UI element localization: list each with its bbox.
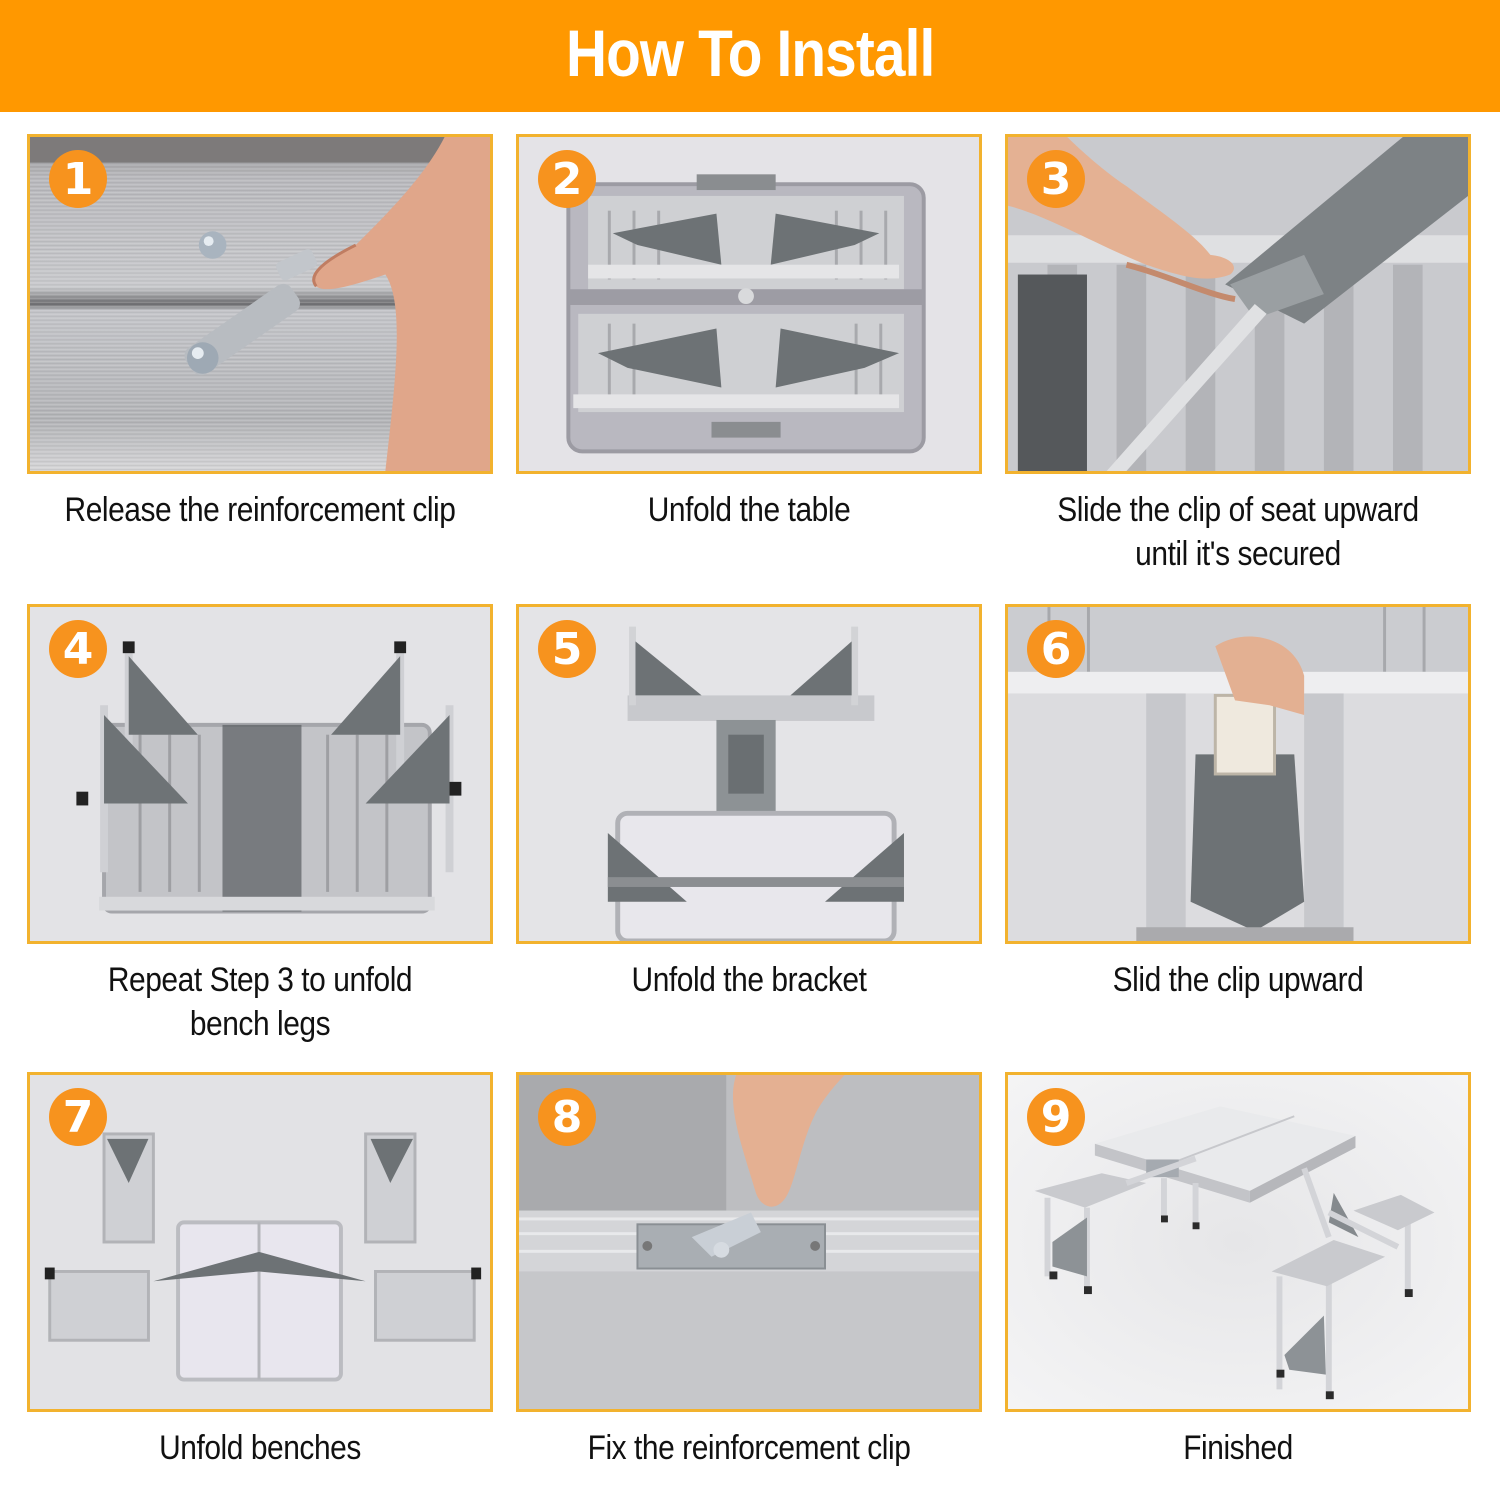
step-4-panel: 4 bbox=[27, 604, 493, 944]
step-1-panel: 1 bbox=[27, 134, 493, 474]
step-6-caption: Slid the clip upward bbox=[1112, 961, 1364, 999]
step-5-photo bbox=[519, 607, 979, 941]
step-8-caption: Fix the reinforcement clip bbox=[587, 1429, 911, 1467]
step-4-caption: Repeat Step 3 to unfold bench legs bbox=[55, 958, 465, 1046]
step-3-photo bbox=[1008, 137, 1468, 471]
step-3-caption: Slide the clip of seat upward until it's… bbox=[1033, 488, 1443, 576]
step-7-badge: 7 bbox=[49, 1088, 107, 1146]
step-1-badge: 1 bbox=[49, 150, 107, 208]
step-5-panel: 5 bbox=[516, 604, 982, 944]
step-3-caption-text: Slide the clip of seat upward until it's… bbox=[1057, 491, 1419, 573]
step-4-badge: 4 bbox=[49, 620, 107, 678]
step-2-caption: Unfold the table bbox=[647, 491, 851, 529]
step-9-panel: 9 bbox=[1005, 1072, 1471, 1412]
step-4-photo bbox=[30, 607, 490, 941]
step-9-badge: 9 bbox=[1027, 1088, 1085, 1146]
step-5-caption: Unfold the bracket bbox=[631, 961, 867, 999]
step-7-panel: 7 bbox=[27, 1072, 493, 1412]
step-8-panel: 8 bbox=[516, 1072, 982, 1412]
step-9-caption: Finished bbox=[1183, 1429, 1293, 1467]
step-3-panel: 3 bbox=[1005, 134, 1471, 474]
step-7-caption: Unfold benches bbox=[159, 1429, 361, 1467]
step-4-caption-text: Repeat Step 3 to unfold bench legs bbox=[107, 961, 413, 1043]
step-8-photo bbox=[519, 1075, 979, 1409]
step-9-photo bbox=[1008, 1075, 1468, 1409]
step-2-panel: 2 bbox=[516, 134, 982, 474]
step-5-badge: 5 bbox=[538, 620, 596, 678]
step-6-panel: 6 bbox=[1005, 604, 1471, 944]
step-1-caption: Release the reinforcement clip bbox=[64, 491, 456, 529]
step-3-badge: 3 bbox=[1027, 150, 1085, 208]
step-2-badge: 2 bbox=[538, 150, 596, 208]
step-8-badge: 8 bbox=[538, 1088, 596, 1146]
header-banner: How To Install bbox=[0, 0, 1500, 112]
step-6-photo bbox=[1008, 607, 1468, 941]
page-title: How To Install bbox=[565, 16, 935, 90]
step-2-photo bbox=[519, 137, 979, 471]
step-7-photo bbox=[30, 1075, 490, 1409]
step-1-photo bbox=[30, 137, 490, 471]
step-6-badge: 6 bbox=[1027, 620, 1085, 678]
